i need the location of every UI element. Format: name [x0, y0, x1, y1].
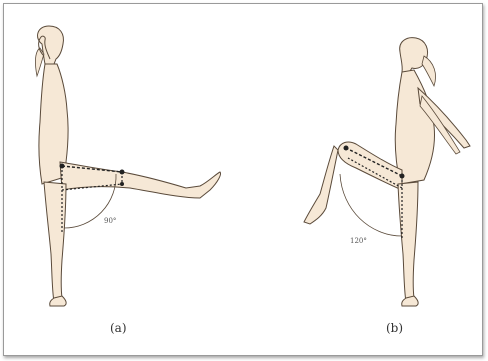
- figure-a-hair: [35, 48, 44, 76]
- angle-label-b: 120°: [350, 237, 367, 245]
- figure-b-knee-marker: [344, 146, 349, 151]
- figure-b-standing-leg: [398, 182, 418, 302]
- figure-b-foot: [402, 296, 418, 306]
- figure-a-lower-marker: [120, 182, 124, 186]
- caption-a: (a): [110, 321, 127, 335]
- leg-raise-illustration: [4, 4, 484, 357]
- figure-a-foot: [50, 296, 66, 306]
- figure-a-raised-leg: [60, 162, 221, 198]
- figure-frame: 90° 120° (a) (b): [3, 3, 483, 356]
- figure-a-knee-marker: [120, 170, 125, 175]
- angle-label-a: 90°: [104, 217, 116, 225]
- figure-a-hip-marker: [60, 164, 65, 169]
- figure-b: [304, 38, 470, 306]
- figure-b-hip-marker: [400, 174, 405, 179]
- figure-b-head: [400, 38, 428, 74]
- figure-a: [35, 26, 220, 306]
- figure-a-standing-leg: [44, 182, 66, 302]
- figure-b-shin: [304, 146, 338, 224]
- figure-b-ponytail: [422, 56, 436, 86]
- figure-b-torso: [395, 70, 434, 184]
- caption-b: (b): [386, 321, 403, 335]
